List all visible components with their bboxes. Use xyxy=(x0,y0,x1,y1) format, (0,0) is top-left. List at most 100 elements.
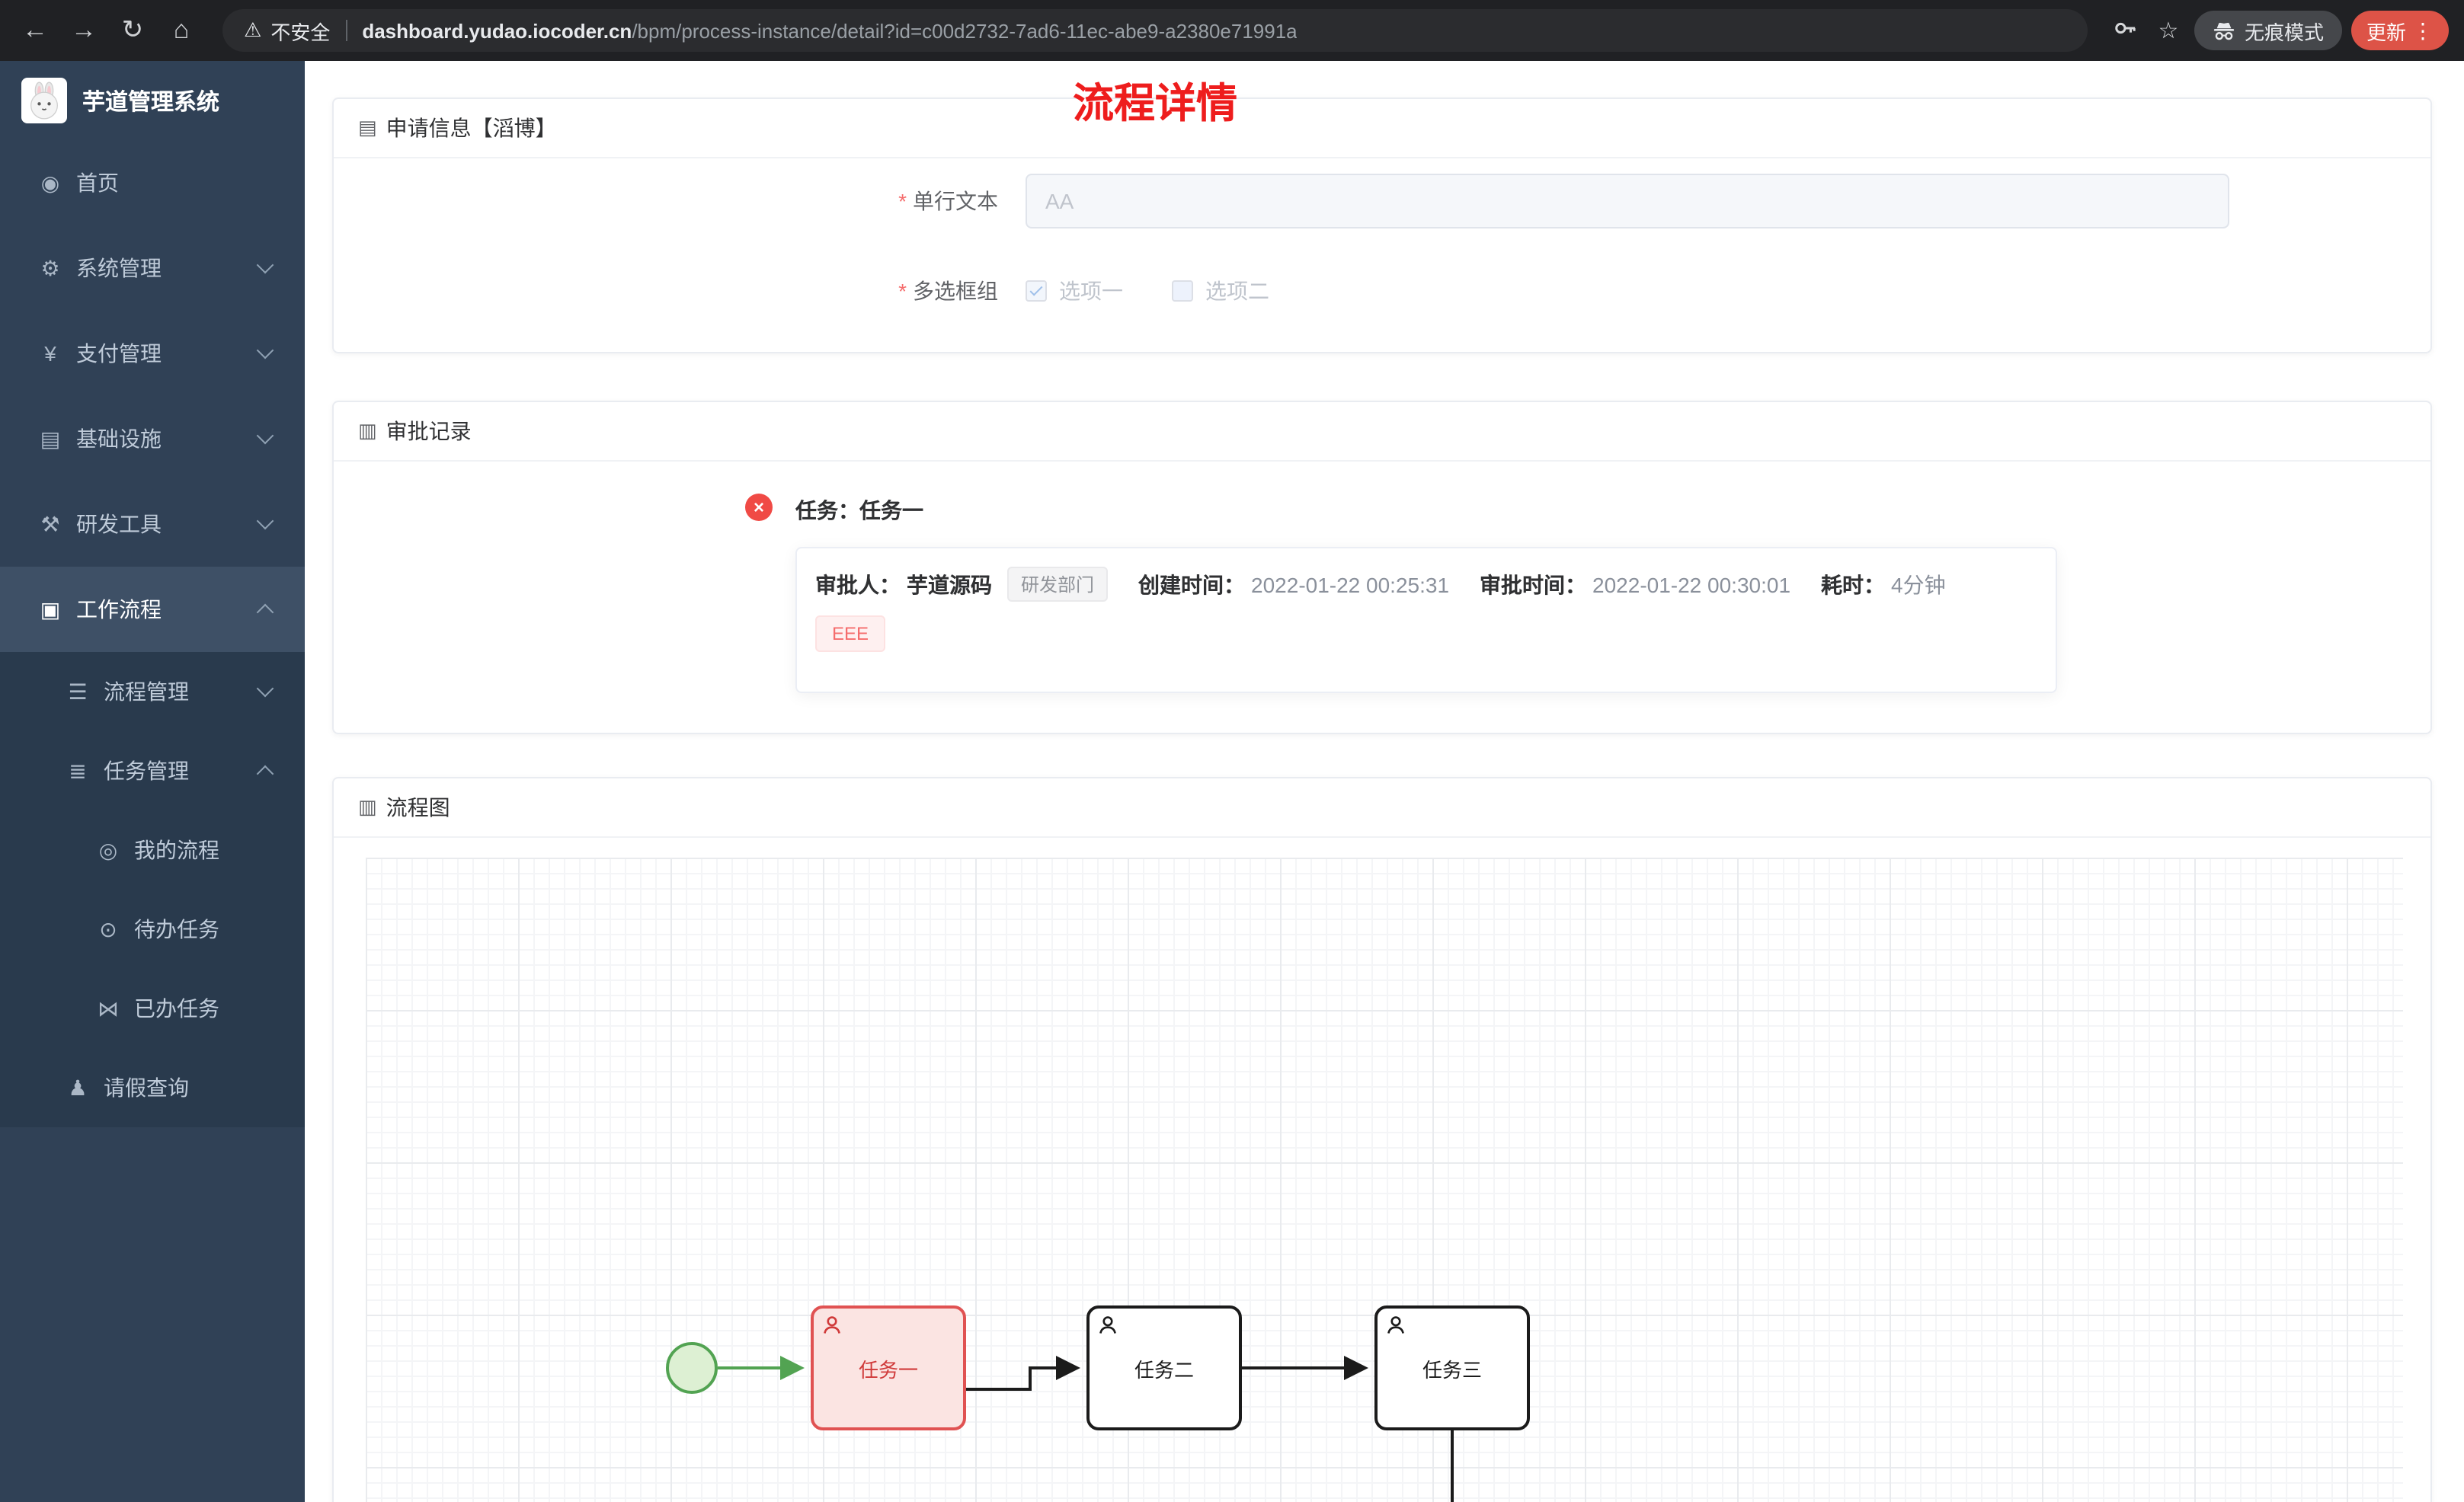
comment-tag: EEE xyxy=(815,615,886,652)
bookmark-star-icon[interactable]: ☆ xyxy=(2158,18,2179,44)
approver-name: 芋道源码 xyxy=(907,572,992,596)
sidebar-item-label: 研发工具 xyxy=(76,512,162,536)
chevron-down-icon xyxy=(256,427,274,445)
sidebar-item-home[interactable]: ◉ 首页 xyxy=(0,140,305,225)
duration-value: 4分钟 xyxy=(1891,572,1946,596)
home-icon[interactable]: ⌂ xyxy=(173,15,190,44)
approval-detail-row: 审批人： 芋道源码 研发部门 创建时间： 2022-01-22 00:25:31… xyxy=(815,567,1946,602)
checkbox-checked-icon xyxy=(1026,280,1047,302)
chevron-down-icon xyxy=(256,256,274,274)
task-node-1-label: 任务一 xyxy=(858,1358,918,1381)
sidebar-item-leave-query[interactable]: ♟ 请假查询 xyxy=(0,1048,305,1127)
main-content: 流程详情 ▤ 申请信息【滔博】 *单行文本 *多选框组 选项一 选项二 xyxy=(305,61,2464,1502)
sidebar-item-label: 支付管理 xyxy=(76,341,162,366)
chevron-down-icon xyxy=(256,341,274,360)
checkbox-option2[interactable]: 选项二 xyxy=(1172,276,1269,306)
sidebar-item-process-management[interactable]: ☰ 流程管理 xyxy=(0,652,305,731)
sidebar-item-label: 首页 xyxy=(76,171,119,195)
apply-info-card-title: 申请信息【滔博】 xyxy=(386,116,557,140)
approval-records-card: ▥ 审批记录 × 任务：任务一 审批人： 芋道源码 研发部门 创建时间： 202… xyxy=(332,401,2432,734)
chevron-down-icon xyxy=(256,512,274,530)
required-asterisk: * xyxy=(898,279,907,303)
sidebar-item-my-process[interactable]: ◎ 我的流程 xyxy=(0,810,305,890)
person-icon: ♟ xyxy=(68,1075,88,1099)
apply-info-card-header: ▤ 申请信息【滔博】 xyxy=(334,99,2430,158)
forward-icon[interactable]: → xyxy=(71,15,97,44)
start-event-node[interactable] xyxy=(666,1342,718,1394)
created-time-label: 创建时间： xyxy=(1138,572,1246,596)
task-node-3-label: 任务三 xyxy=(1422,1358,1482,1381)
sidebar-item-task-management[interactable]: ≣ 任务管理 xyxy=(0,731,305,810)
sidebar-item-label: 请假查询 xyxy=(104,1075,189,1100)
checkbox-option1[interactable]: 选项一 xyxy=(1026,276,1123,306)
update-button[interactable]: 更新 ⋮ xyxy=(2350,11,2449,50)
user-task-icon xyxy=(1097,1315,1118,1341)
text-field-label-text: 单行文本 xyxy=(913,189,998,213)
process-diagram-card-title: 流程图 xyxy=(386,795,450,820)
department-tag: 研发部门 xyxy=(1007,567,1109,602)
incognito-badge: 无痕模式 xyxy=(2194,11,2342,50)
sidebar-item-label: 任务管理 xyxy=(104,759,189,783)
app-logo[interactable]: 芋道管理系统 xyxy=(0,61,305,140)
created-time-value: 2022-01-22 00:25:31 xyxy=(1251,572,1450,596)
address-bar[interactable]: ⚠ 不安全 dashboard.yudao.iocoder.cn/bpm/pro… xyxy=(222,9,2088,52)
reload-icon[interactable]: ↻ xyxy=(121,15,144,44)
infrastructure-icon: ▤ xyxy=(40,426,61,450)
sidebar-item-label: 我的流程 xyxy=(134,838,219,862)
sidebar-item-devtools[interactable]: ⚒ 研发工具 xyxy=(0,481,305,567)
approved-time-value: 2022-01-22 00:30:01 xyxy=(1592,572,1791,596)
my-process-icon: ◎ xyxy=(98,837,118,861)
toolbox-icon: ⚒ xyxy=(40,511,60,535)
approver-label: 审批人： xyxy=(815,572,901,596)
security-label[interactable]: 不安全 xyxy=(270,21,331,43)
records-icon: ▥ xyxy=(358,419,377,442)
back-icon[interactable]: ← xyxy=(22,15,48,44)
task-node-2[interactable]: 任务二 xyxy=(1086,1305,1242,1430)
checkbox-group: 选项一 选项二 xyxy=(1026,276,1318,306)
url-host: dashboard.yudao.iocoder.cn xyxy=(362,19,632,42)
sidebar-item-payment[interactable]: ¥ 支付管理 xyxy=(0,311,305,396)
sidebar-item-done-tasks[interactable]: ⋈ 已办任务 xyxy=(0,969,305,1048)
url-path: /bpm/process-instance/detail?id=c00d2732… xyxy=(632,19,1298,42)
sidebar-item-workflow[interactable]: ▣ 工作流程 xyxy=(0,567,305,652)
logo-avatar xyxy=(21,78,67,123)
sidebar-item-label: 系统管理 xyxy=(76,256,162,280)
app-title: 芋道管理系统 xyxy=(82,89,220,115)
task-node-1[interactable]: 任务一 xyxy=(811,1305,966,1430)
menu-kebab-icon[interactable]: ⋮ xyxy=(2412,18,2434,42)
checkbox-group-label: *多选框组 xyxy=(334,276,998,306)
sidebar-item-label: 待办任务 xyxy=(134,917,219,941)
approver-field: 审批人： 芋道源码 研发部门 xyxy=(815,567,1109,602)
text-field-label: *单行文本 xyxy=(334,174,998,228)
page-title: 流程详情 xyxy=(1073,81,1237,126)
single-line-text-input[interactable] xyxy=(1026,174,2229,228)
security-warning-icon: ⚠ xyxy=(244,18,262,41)
sidebar-item-infrastructure[interactable]: ▤ 基础设施 xyxy=(0,396,305,481)
workflow-icon: ▣ xyxy=(40,596,61,621)
checkbox-option2-label: 选项二 xyxy=(1205,279,1269,303)
approval-detail-box: 审批人： 芋道源码 研发部门 创建时间： 2022-01-22 00:25:31… xyxy=(795,547,2057,693)
yen-icon: ¥ xyxy=(44,341,56,366)
key-icon[interactable] xyxy=(2109,16,2142,45)
omnibox-divider xyxy=(345,20,347,41)
created-time-field: 创建时间： 2022-01-22 00:25:31 xyxy=(1138,569,1449,599)
gear-icon: ⚙ xyxy=(40,255,60,280)
sidebar-item-todo-tasks[interactable]: ⊙ 待办任务 xyxy=(0,890,305,969)
required-asterisk: * xyxy=(898,189,907,213)
duration-field: 耗时： 4分钟 xyxy=(1821,569,1946,599)
checkbox-option1-label: 选项一 xyxy=(1059,279,1123,303)
done-task-icon: ⋈ xyxy=(98,995,119,1020)
duration-label: 耗时： xyxy=(1821,572,1886,596)
task-node-2-label: 任务二 xyxy=(1134,1358,1194,1381)
browser-chrome: ← → ↻ ⌂ ⚠ 不安全 dashboard.yudao.iocoder.cn… xyxy=(0,0,2464,61)
process-diagram-card-header: ▥ 流程图 xyxy=(334,778,2430,838)
sidebar-item-system[interactable]: ⚙ 系统管理 xyxy=(0,225,305,311)
chevron-up-icon xyxy=(256,765,274,783)
checkbox-group-label-text: 多选框组 xyxy=(913,279,998,303)
process-list-icon: ☰ xyxy=(68,679,88,703)
sequence-flow-arrows xyxy=(718,1356,1454,1502)
task-node-3[interactable]: 任务三 xyxy=(1374,1305,1530,1430)
bpmn-canvas[interactable]: 任务一 任务二 任务三 xyxy=(366,858,2403,1502)
diagram-icon: ▥ xyxy=(358,795,377,818)
